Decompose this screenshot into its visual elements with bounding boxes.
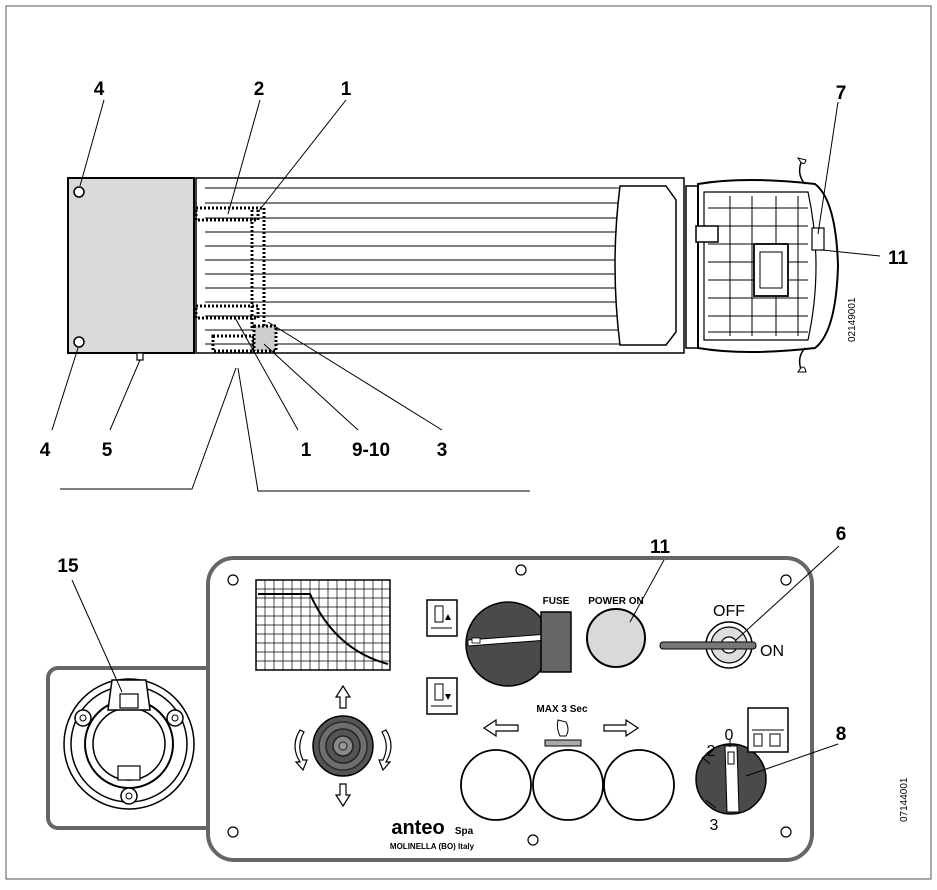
brand-suffix: Spa [455,826,474,837]
leader-11 [629,559,665,623]
lift-cylinders [194,206,278,353]
platform-hole [73,186,85,198]
power-on-label: POWER ON [588,596,644,607]
callout-3: 3 [437,440,448,461]
callout-5: 5 [102,440,113,461]
brand-logo: anteo [391,817,444,839]
figure-frame [5,5,932,880]
callout-11-truck: 11 [888,248,909,269]
key-switch [659,621,757,669]
dial-position-3: 3 [710,817,719,834]
push-button-center [532,749,604,821]
callout-1-top: 1 [341,79,352,100]
truck-figure-code: 02149001 [847,297,858,342]
callout-4-bottom: 4 [40,440,51,461]
cargo-body [195,177,685,354]
callout-1-bottom: 1 [301,440,312,461]
body-ribs [205,187,620,345]
leader-6 [735,545,840,641]
power-socket [63,678,195,810]
push-button-right [603,749,675,821]
callout-15: 15 [57,556,79,577]
hand-press-pictogram [544,719,582,747]
zoom-connector-left [60,367,237,490]
truck-cab [685,157,840,373]
max-time-label: MAX 3 Sec [536,704,588,715]
platform-sensor [136,352,144,361]
panel-screws [227,564,792,846]
dial-position-2: 2 [707,743,716,760]
callout-2: 2 [254,79,265,100]
speed-dial [695,707,789,815]
control-panel-view: 15 [46,524,910,862]
push-button-left [460,749,532,821]
callout-11-panel: 11 [650,537,671,558]
body-front-wall [614,185,677,346]
callout-9-10: 9-10 [352,440,390,461]
key-off-label: OFF [713,603,745,620]
brand-location: MOLINELLA (BO) Italy [390,842,475,851]
panel-figure-code: 07144001 [899,777,910,822]
rotary-selector [465,601,551,687]
key-on-label: ON [760,643,784,660]
callout-4-top: 4 [94,79,105,100]
zoom-connector-right [237,367,530,492]
leader-15 [71,579,123,693]
truck-view: 4 2 1 7 11 4 5 1 9-10 3 02149001 [40,79,909,492]
fuse-label: FUSE [543,596,570,607]
tail-lift-platform [67,177,195,354]
fuse-holder [540,611,572,673]
joystick [294,684,392,808]
dial-position-0: 0 [725,727,734,744]
power-on-lamp [586,608,646,668]
direction-arrows [482,718,640,738]
tilt-pictograms [426,599,458,715]
callout-8: 8 [836,724,847,745]
platform-hole [73,336,85,348]
truck-leader-lines [51,99,881,431]
load-diagram [255,579,391,671]
callout-7: 7 [836,83,847,104]
callout-6: 6 [836,524,847,545]
leader-8 [745,743,839,777]
